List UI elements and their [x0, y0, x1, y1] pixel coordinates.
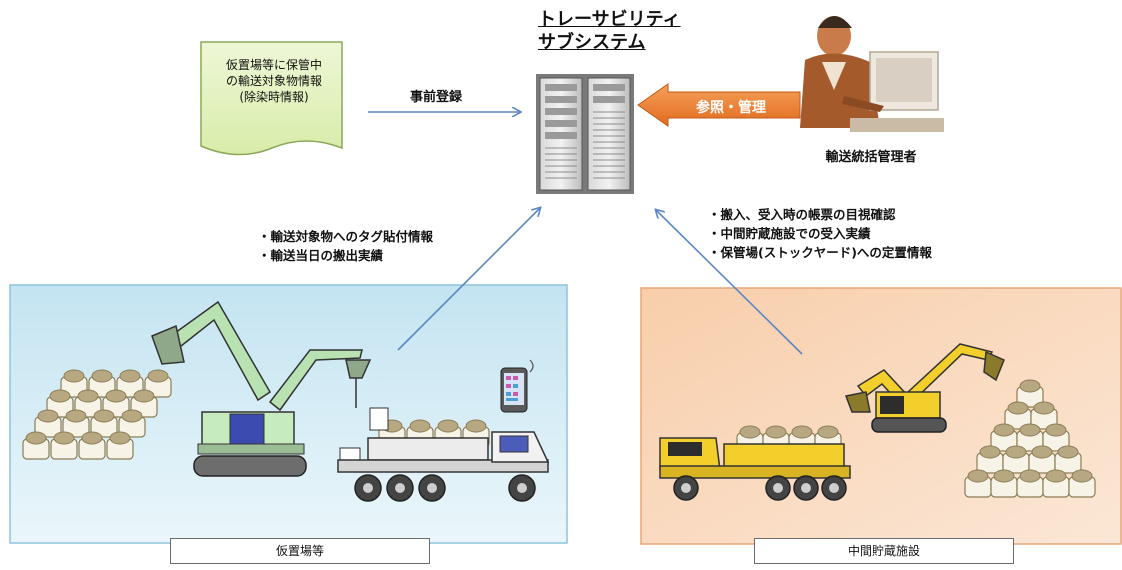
excavator-right-icon	[844, 343, 1005, 433]
temporary-storage-label: 仮置場等	[170, 538, 430, 564]
system-title-line1: トレーサビリティ	[538, 9, 681, 30]
interim-storage-label: 中間貯蔵施設	[754, 538, 1014, 564]
left-info-arrow	[397, 208, 540, 351]
document-text-line2: の輸送対象物情報	[225, 74, 322, 88]
right-info-list: ・搬入、受入時の帳票の目視確認 ・中間貯蔵施設での受入実績 ・保管場(ストックヤ…	[708, 205, 932, 262]
left-info-item: ・輸送当日の搬出実績	[258, 248, 384, 263]
system-title-line2: サブシステム	[538, 32, 646, 53]
left-info-list: ・輸送対象物へのタグ貼付情報 ・輸送当日の搬出実績	[258, 227, 433, 265]
manager-label: 輸送統括管理者	[825, 150, 917, 165]
document-icon	[200, 41, 343, 156]
manager-person-icon	[800, 16, 944, 132]
right-info-item: ・搬入、受入時の帳票の目視確認	[708, 207, 896, 222]
excavator-icon	[151, 300, 372, 477]
reference-label: 参照・管理	[696, 100, 766, 116]
dump-truck-left-icon	[337, 407, 550, 502]
register-label: 事前登録	[410, 90, 463, 105]
reference-arrow	[637, 83, 801, 127]
document-text-line3: (除染時情報)	[239, 90, 309, 104]
dump-truck-right-icon	[659, 425, 851, 501]
document-text: 仮置場等に保管中 の輸送対象物情報 (除染時情報)	[210, 57, 338, 105]
right-info-item: ・中間貯蔵施設での受入実績	[708, 226, 871, 241]
system-title: トレーサビリティ サブシステム	[538, 8, 718, 54]
right-info-item: ・保管場(ストックヤード)への定置情報	[708, 245, 932, 260]
smartphone-icon	[500, 359, 534, 413]
server-rack-icon	[536, 74, 634, 194]
left-info-item: ・輸送対象物へのタグ貼付情報	[258, 229, 434, 244]
document-text-line1: 仮置場等に保管中	[225, 58, 322, 72]
right-info-arrow	[656, 210, 803, 355]
